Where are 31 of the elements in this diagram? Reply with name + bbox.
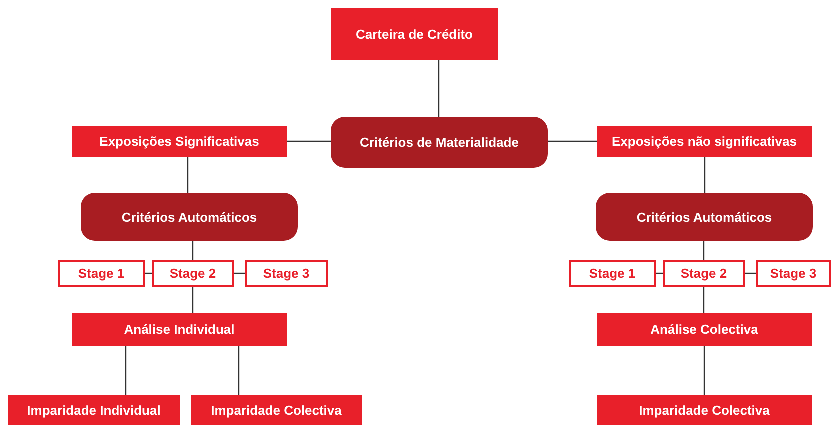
- connector-line: [187, 157, 189, 193]
- process-box: Imparidade Colectiva: [597, 395, 812, 425]
- process-box: Imparidade Individual: [8, 395, 180, 425]
- stage-box: Stage 2: [663, 260, 745, 287]
- connector-line: [703, 241, 705, 260]
- stage-box: Stage 3: [756, 260, 831, 287]
- connector-line: [745, 272, 756, 274]
- rounded-box: Critérios Automáticos: [81, 193, 298, 241]
- process-box: Imparidade Colectiva: [191, 395, 362, 425]
- connector-line: [192, 287, 194, 313]
- stage-box: Stage 3: [245, 260, 328, 287]
- connector-line: [238, 346, 240, 395]
- connector-line: [125, 346, 127, 395]
- process-box: Análise Colectiva: [597, 313, 812, 346]
- process-box: Carteira de Crédito: [331, 8, 498, 60]
- process-box: Exposições Significativas: [72, 126, 287, 157]
- stage-box: Stage 1: [569, 260, 656, 287]
- connector-line: [287, 140, 331, 142]
- connector-line: [234, 272, 245, 274]
- connector-line: [548, 140, 597, 142]
- process-box: Exposições não significativas: [597, 126, 812, 157]
- process-box: Análise Individual: [72, 313, 287, 346]
- connector-line: [703, 287, 705, 313]
- connector-line: [192, 241, 194, 260]
- stage-box: Stage 1: [58, 260, 145, 287]
- connector-line: [704, 157, 706, 193]
- rounded-box: Critérios Automáticos: [596, 193, 813, 241]
- rounded-box: Critérios de Materialidade: [331, 117, 548, 168]
- connector-line: [704, 346, 706, 395]
- stage-box: Stage 2: [152, 260, 234, 287]
- connector-line: [438, 60, 440, 117]
